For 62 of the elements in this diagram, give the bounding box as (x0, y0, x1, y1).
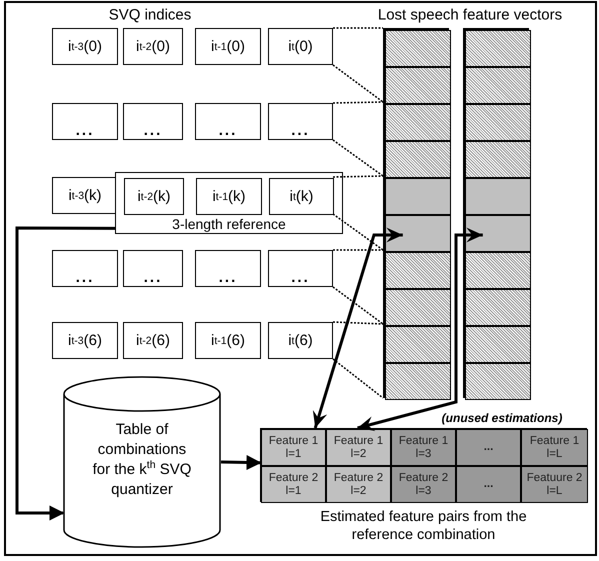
table-cell: Feature 1 l=3 (391, 429, 456, 466)
projection-line (332, 101, 384, 104)
projection-line (333, 27, 383, 29)
reference-frame (115, 172, 343, 234)
feature-cell (385, 252, 451, 289)
feature-cell (465, 67, 531, 104)
feature-cell (465, 289, 531, 326)
feature-cell (385, 67, 451, 104)
estimation-table (260, 428, 587, 502)
section-heading: Lost speech feature vectors (378, 6, 562, 24)
arrow (220, 455, 262, 470)
feature-cell (465, 104, 531, 141)
lost-feature-cell (385, 178, 451, 215)
database-cylinder (63, 376, 221, 548)
lost-feature-cell (465, 178, 531, 215)
table-cell: ... (456, 429, 521, 466)
feature-cell (385, 363, 451, 400)
table-cell: Feature 1 l=1 (261, 429, 326, 466)
feature-cell (465, 30, 531, 67)
table-cell: Feature 1 l=2 (326, 429, 391, 466)
index-box: ... (195, 103, 261, 140)
feature-cell (465, 363, 531, 400)
feature-vector-column (463, 28, 529, 398)
projection-line (333, 249, 383, 251)
feature-cell (385, 289, 451, 326)
table-cell: Feature 2 l=3 (391, 466, 456, 503)
table-cell: Feature 2 l=1 (261, 466, 326, 503)
arrow (16, 226, 115, 520)
projection-line (332, 358, 384, 399)
feature-cell (385, 104, 451, 141)
note: (unused estimations) (442, 411, 562, 425)
projection-line (332, 64, 384, 103)
feature-cell (385, 326, 451, 363)
feature-cell (465, 252, 531, 289)
feature-cell (385, 141, 451, 178)
index-box: ... (195, 250, 261, 287)
projection-line (332, 139, 384, 177)
feature-cell (465, 141, 531, 178)
table-cell: Featuure 2 l=L (521, 466, 588, 503)
lost-feature-cell (385, 215, 451, 252)
lost-feature-cell (465, 215, 531, 252)
projection-line (332, 175, 384, 178)
arrow (357, 228, 483, 432)
index-box: ... (268, 250, 333, 287)
feature-cell (465, 326, 531, 363)
index-box: ... (268, 103, 333, 140)
index-box: ... (52, 250, 118, 287)
section-heading: SVQ indices (108, 6, 192, 24)
table-cell: Feature 1 l=L (521, 429, 588, 466)
arrow (312, 228, 403, 428)
projection-line (332, 321, 384, 325)
table-description: Table of combinations for the k$^{th}$ SVQ quantizer (92, 420, 192, 500)
feature-vector-column (383, 28, 449, 398)
table-cell: Feature 2 l=2 (326, 466, 391, 503)
projection-line (332, 213, 384, 251)
table-cell: ... (456, 466, 521, 503)
index-box: ... (52, 103, 118, 140)
feature-cell (385, 30, 451, 67)
index-box: ... (123, 250, 183, 287)
projection-line (332, 286, 384, 325)
index-box: ... (123, 103, 183, 140)
table-caption: Estimated feature pairs from the reference combination (319, 508, 528, 544)
